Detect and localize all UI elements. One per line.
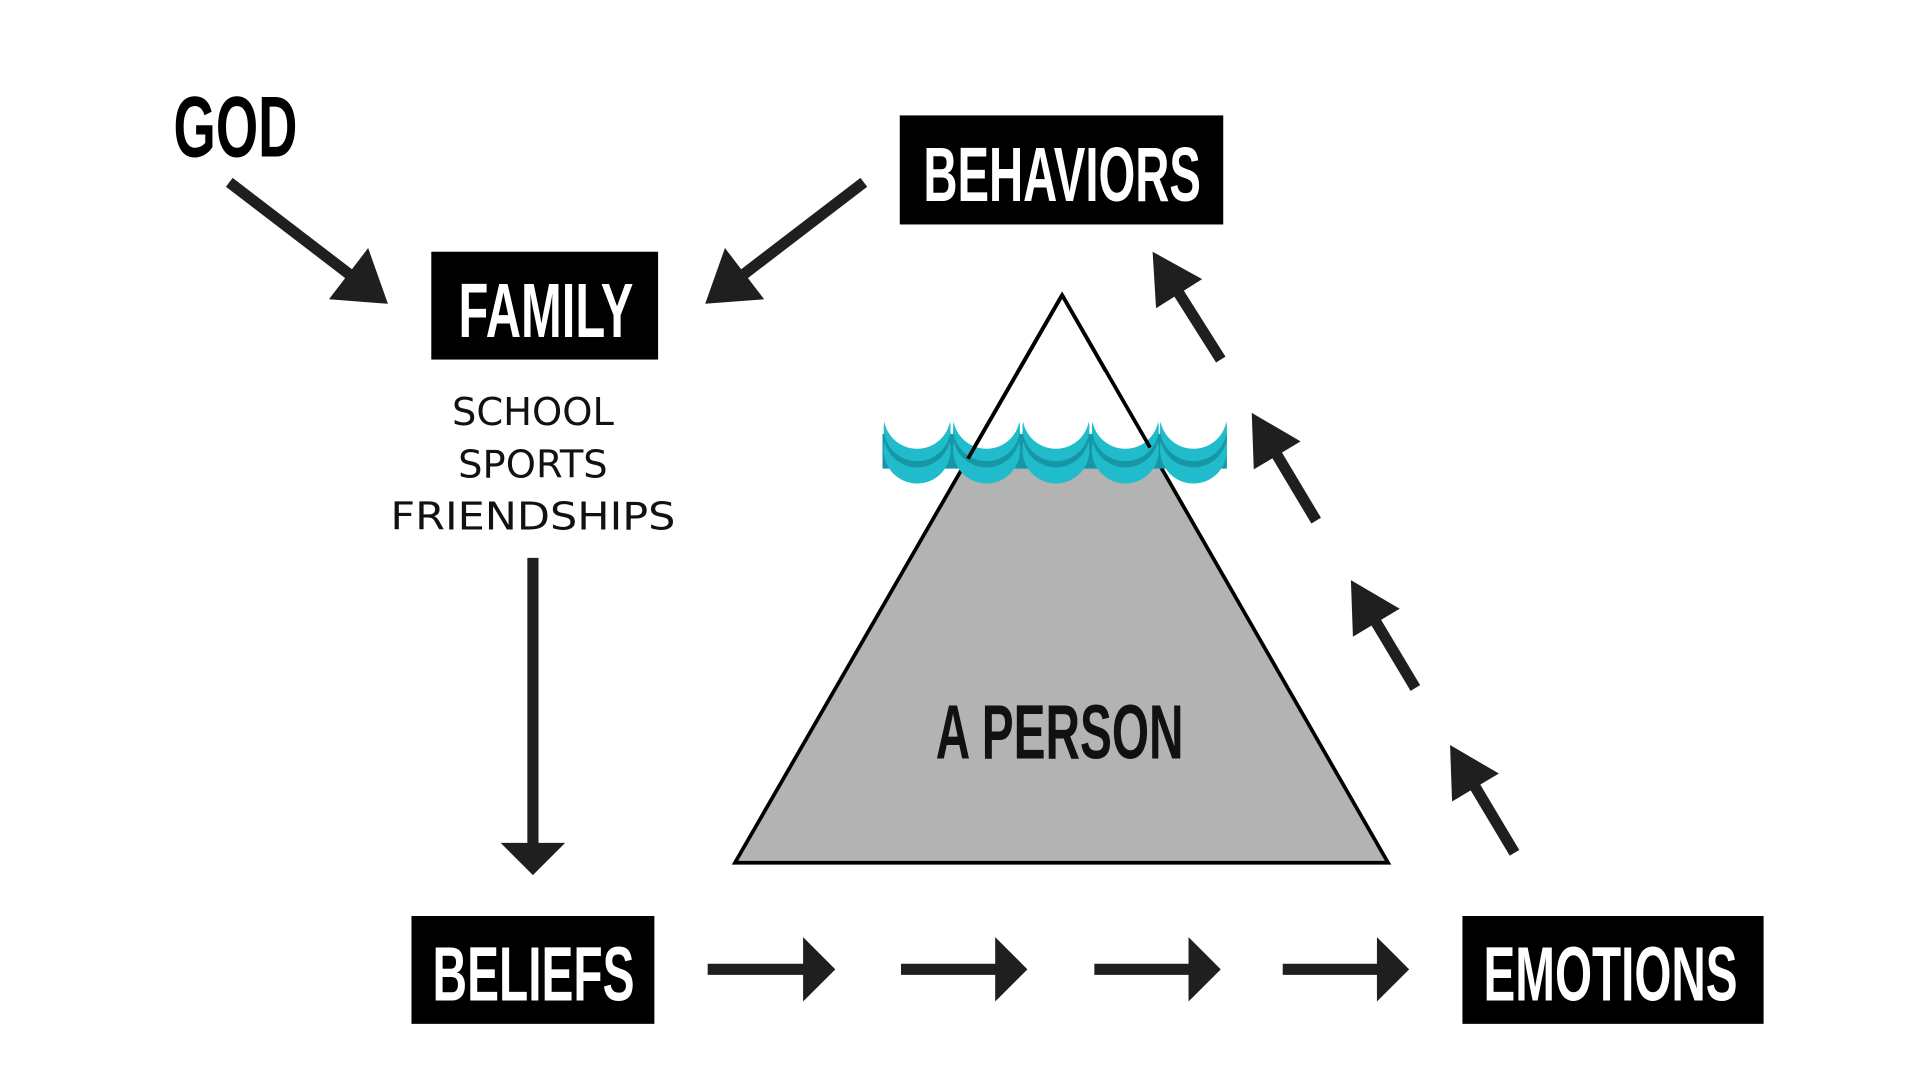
arrow-head	[1152, 251, 1203, 309]
beliefs-label: BELIEFS	[433, 931, 635, 1017]
water-waves	[867, 294, 1242, 496]
arrow-head	[995, 937, 1028, 1002]
influence-friendships: FRIENDSHIPS	[390, 494, 675, 539]
behaviors-box: BEHAVIORS	[899, 115, 1224, 225]
arrow-head	[705, 248, 765, 304]
arrow-shaft	[1173, 288, 1226, 363]
arrows	[225, 177, 1520, 1002]
family-to-beliefs-arrow	[500, 557, 566, 876]
emotions-behaviors-arrow-1	[1450, 744, 1520, 856]
beliefs-emotions-arrow-4	[1282, 937, 1410, 1002]
family-label: FAMILY	[459, 268, 634, 354]
arrow-head	[1251, 412, 1301, 470]
arrow-head	[803, 937, 836, 1002]
arrow-shaft	[739, 177, 868, 280]
emotions-behaviors-arrow-2	[1350, 580, 1421, 691]
beliefs-emotions-arrow-1	[707, 937, 836, 1002]
emotions-behaviors-arrow-3	[1251, 412, 1321, 524]
arrow-shaft	[1271, 450, 1321, 524]
arrow-head	[500, 842, 566, 876]
arrow-head	[1188, 937, 1221, 1002]
arrow-shaft	[1370, 617, 1421, 691]
beliefs-emotions-arrow-3	[1094, 937, 1221, 1002]
arrow-shaft	[1469, 782, 1520, 856]
arrow-head	[328, 248, 388, 304]
god-to-family-arrow	[225, 177, 388, 304]
iceberg-tip-outline	[972, 294, 1152, 449]
emotions-label: EMOTIONS	[1484, 931, 1738, 1017]
influence-sports: SPORTS	[458, 442, 608, 487]
beliefs-emotions-arrow-2	[901, 937, 1028, 1002]
family-box: FAMILY	[431, 251, 659, 360]
behaviors-label: BEHAVIORS	[923, 132, 1201, 218]
emotions-box: EMOTIONS	[1462, 916, 1764, 1024]
arrow-head	[1350, 580, 1400, 637]
behaviors-to-family-arrow	[705, 177, 868, 304]
influence-school: SCHOOL	[452, 390, 615, 435]
emotions-behaviors-arrow-4	[1152, 251, 1226, 363]
beliefs-box: BELIEFS	[411, 916, 655, 1024]
arrow-head	[1376, 937, 1410, 1002]
iceberg	[731, 291, 1392, 865]
person-label: A PERSON	[936, 690, 1184, 776]
arrow-head	[1450, 744, 1499, 802]
arrow-shaft	[225, 177, 354, 280]
god-label: GOD	[174, 78, 298, 175]
